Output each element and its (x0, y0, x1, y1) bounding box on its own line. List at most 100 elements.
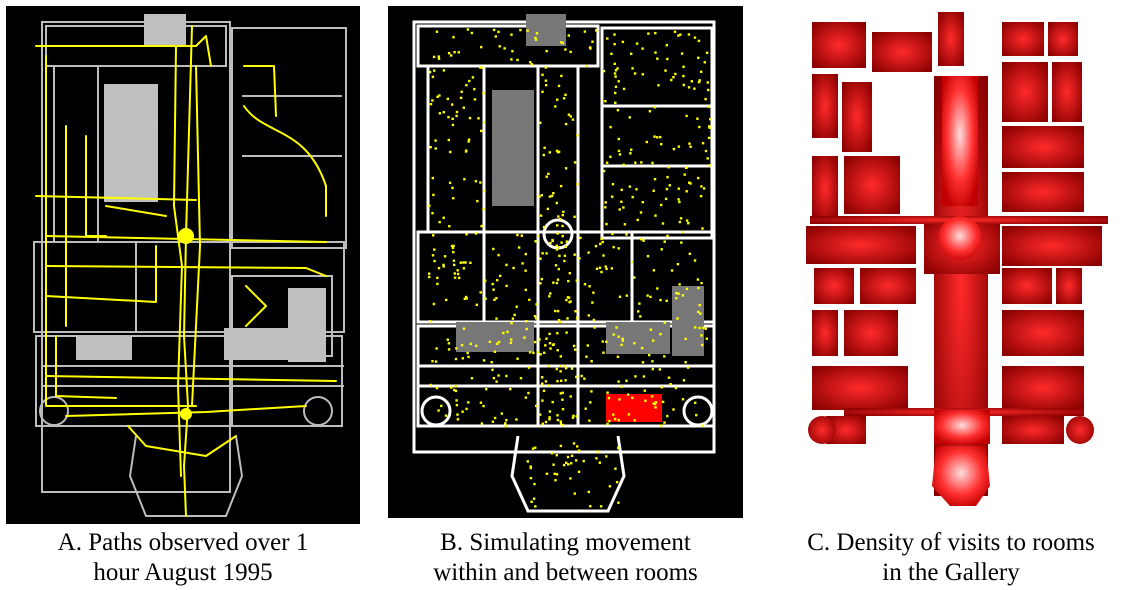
visitor-dot (527, 366, 531, 369)
visitor-dot (594, 244, 598, 248)
visitor-dot (627, 413, 631, 416)
visitor-dot (465, 297, 468, 300)
visitor-dot (663, 321, 666, 324)
visitor-dot (697, 81, 701, 84)
visitor-dot (560, 379, 563, 382)
visitor-dot (562, 463, 566, 467)
visitor-dot (473, 98, 477, 101)
visitor-dot (569, 50, 572, 54)
visitor-dot (493, 350, 497, 353)
visitor-dot (644, 399, 647, 402)
visitor-dot (549, 241, 552, 245)
visitor-dot (453, 51, 456, 54)
visitor-dot (645, 140, 648, 144)
visitor-dot (551, 400, 554, 404)
visitor-dot (559, 355, 562, 358)
visitor-dot (563, 254, 567, 257)
visitor-dot (683, 173, 686, 176)
visitor-dot (607, 396, 611, 400)
visitor-dot (631, 260, 634, 264)
visitor-dot (525, 327, 528, 331)
visitor-dot (555, 454, 558, 457)
visitor-dot (660, 203, 663, 207)
visitor-dot (679, 217, 683, 220)
visitor-dot (484, 297, 487, 300)
visitor-dot (556, 380, 559, 383)
visitor-dot (575, 459, 578, 462)
visitor-dot (558, 254, 561, 257)
visitor-dot (495, 317, 498, 320)
visitor-dot (681, 231, 684, 234)
visitor-dot (647, 32, 650, 35)
visitor-dot (554, 105, 557, 108)
visitor-dot (560, 74, 563, 78)
visitor-dot (571, 416, 575, 419)
visitor-dot (693, 36, 697, 39)
visitor-dot (600, 237, 603, 241)
visitor-dot (545, 49, 548, 53)
visitor-dot (467, 138, 471, 141)
visitor-dot (646, 294, 649, 297)
visitor-dot (595, 267, 599, 270)
visitor-dot (455, 347, 458, 350)
visitor-dot (700, 343, 704, 347)
visitor-dot (544, 79, 548, 82)
visitor-dot (614, 91, 617, 95)
panel-b-simulated-movement-map (388, 6, 743, 518)
visitor-dot (652, 402, 655, 405)
visitor-dot (528, 351, 532, 354)
visitor-dot (575, 316, 579, 320)
visitor-dot (575, 375, 578, 379)
visitor-dot (480, 129, 483, 133)
visitor-dot (502, 331, 505, 335)
visitor-dot (490, 361, 493, 364)
visitor-dot (604, 100, 607, 103)
visitor-dot (606, 37, 609, 40)
visitor-dot (495, 380, 498, 383)
visitor-dot (462, 106, 465, 109)
visitor-dot (573, 253, 576, 256)
visitor-dot (654, 51, 657, 54)
visitor-dot (451, 186, 454, 190)
visitor-dot (592, 291, 595, 294)
visitor-dot (437, 57, 441, 60)
visitor-dot (440, 404, 443, 408)
visitor-dot (653, 135, 656, 138)
visitor-dot (533, 340, 537, 344)
visitor-dot (447, 138, 450, 142)
visitor-dot (653, 178, 657, 181)
visitor-dot (567, 113, 571, 116)
visitor-dot (429, 103, 433, 106)
visitor-dot (536, 351, 540, 354)
visitor-dot (428, 275, 431, 279)
visitor-dot (431, 75, 435, 79)
visitor-dot (640, 161, 643, 164)
visitor-dot (678, 283, 681, 286)
visitor-dot (529, 476, 533, 480)
visitor-dot (630, 148, 633, 151)
visitor-dot (549, 347, 552, 350)
visitor-dot (497, 253, 500, 257)
visitor-dot (436, 276, 439, 280)
visitor-dot (515, 305, 518, 308)
visitor-dot (569, 115, 572, 118)
visitor-dot (493, 416, 497, 420)
visitor-dot (670, 78, 673, 82)
visitor-dot (541, 376, 544, 379)
visitor-dot (621, 40, 625, 44)
visitor-dot (542, 225, 546, 229)
visitor-dot (687, 222, 690, 225)
visitor-dot (678, 200, 681, 204)
visitor-dot (565, 331, 568, 334)
visitor-dot (456, 418, 460, 421)
visitor-dot (667, 166, 670, 169)
visitor-dot (447, 52, 451, 55)
visitor-dot (482, 92, 485, 95)
visitor-dot (557, 84, 561, 88)
visitor-dot (633, 342, 636, 345)
panel-a-observed-paths-map (6, 6, 360, 524)
visitor-dot (576, 183, 579, 186)
caption-panel-c: C. Density of visits to rooms in the Gal… (780, 528, 1122, 588)
visitor-dot (569, 477, 572, 480)
visitor-dot (433, 259, 436, 263)
